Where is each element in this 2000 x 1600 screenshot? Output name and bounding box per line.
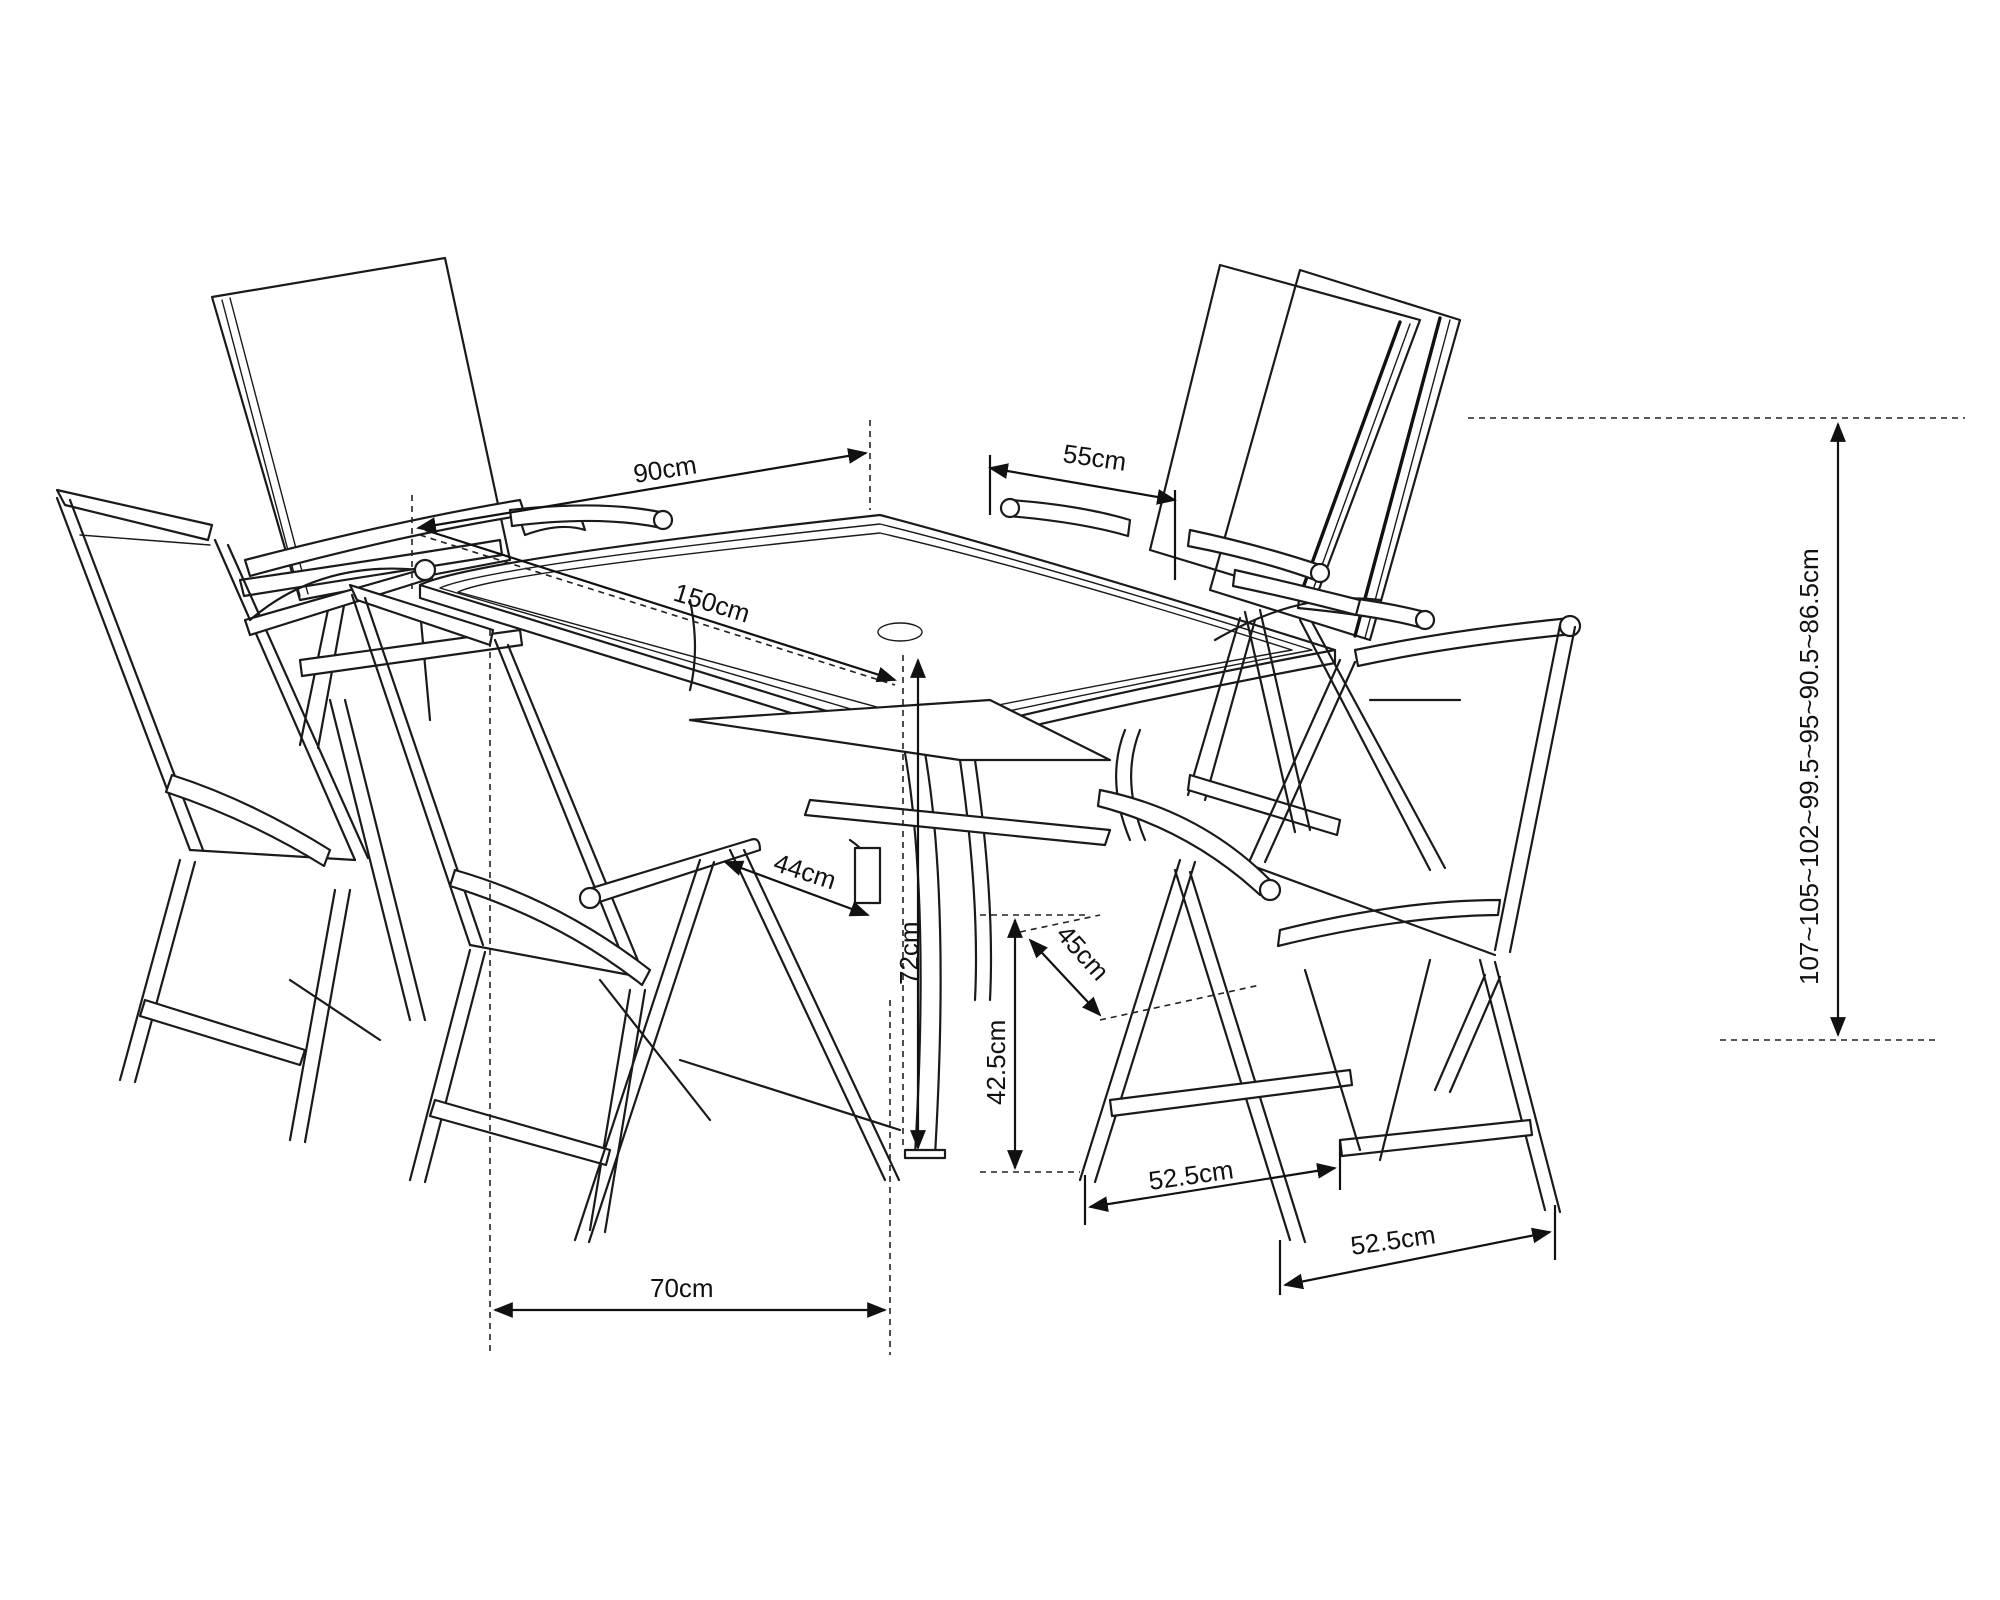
seat-depth-label: 45cm [1051, 919, 1116, 986]
chair-front-left [348, 583, 902, 1244]
chair-back-left [210, 256, 674, 750]
chair-front-far-left [55, 488, 437, 1144]
seat-height-label: 42.5cm [981, 1020, 1011, 1105]
dimension-lines [411, 417, 1965, 1355]
chair-width-side-label: 52.5cm [1349, 1219, 1438, 1261]
leg-span-label: 70cm [650, 1273, 714, 1303]
chair-back-middle [999, 263, 1422, 834]
chair-width-front-label: 52.5cm [1147, 1154, 1236, 1196]
back-heights-label: 107~105~102~99.5~95~90.5~86.5cm [1794, 548, 1824, 985]
table-height-label: 72cm [894, 921, 924, 985]
table [418, 513, 1337, 1160]
arm-gap-label: 44cm [770, 847, 840, 895]
chair-front-right [1078, 614, 1582, 1244]
arm-length-label: 55cm [1061, 438, 1128, 477]
